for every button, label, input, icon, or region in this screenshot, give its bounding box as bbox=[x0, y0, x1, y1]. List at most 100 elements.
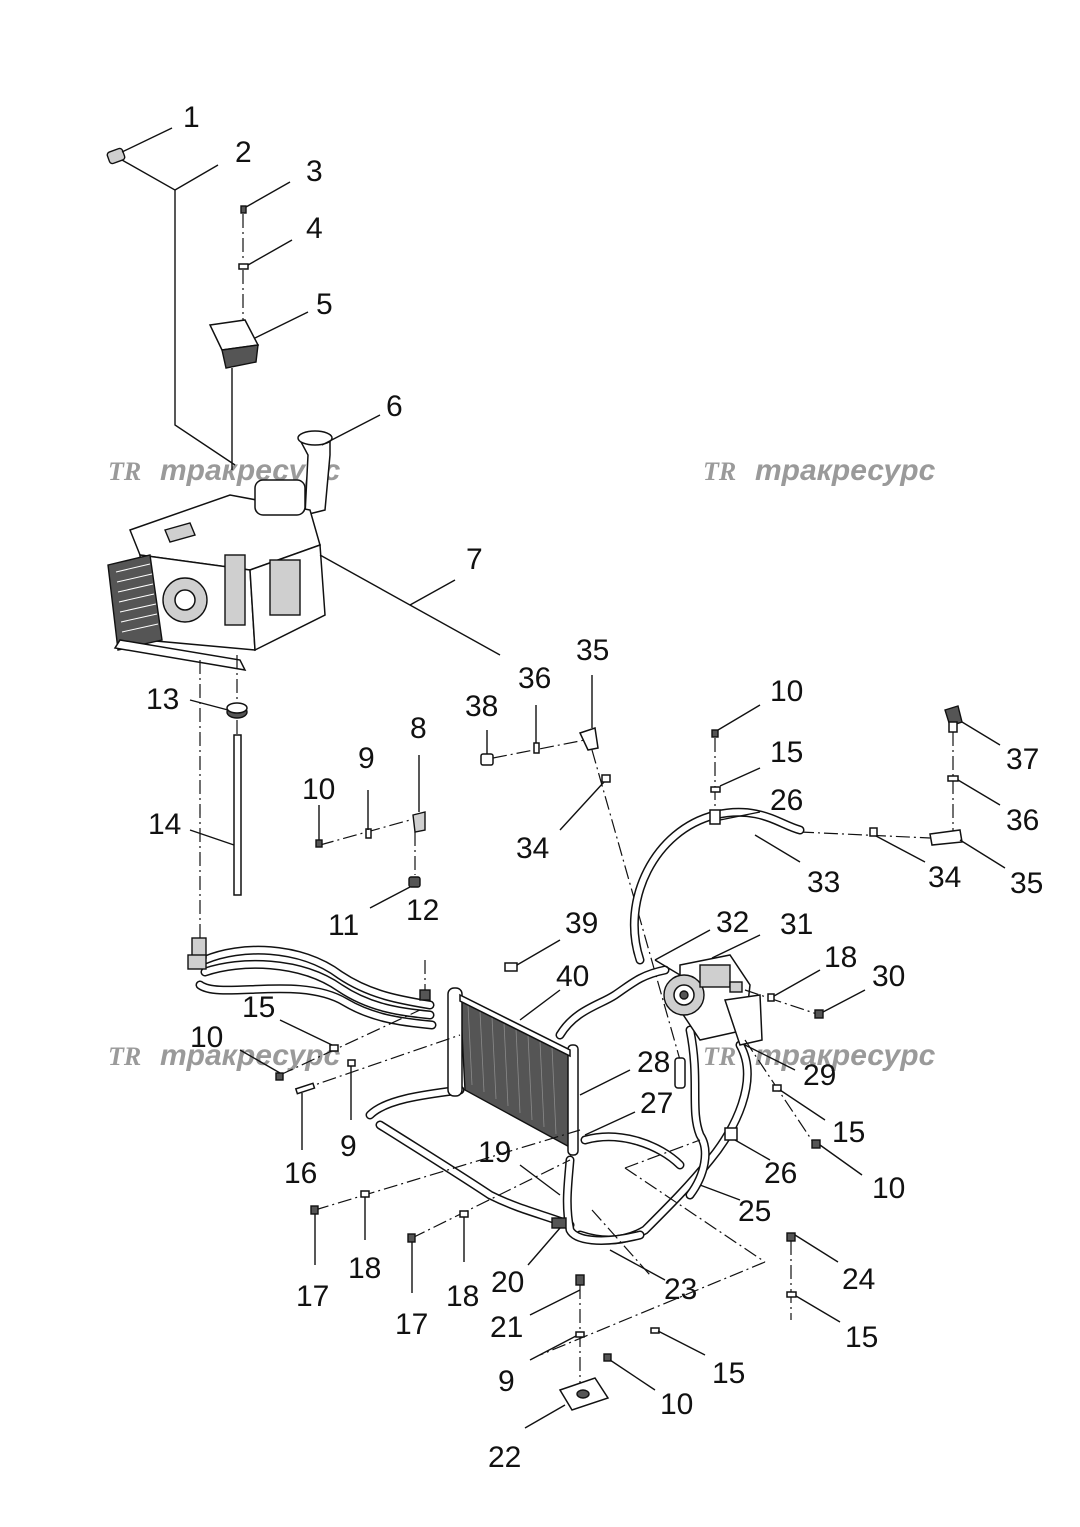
callout-37: 37 bbox=[1006, 743, 1039, 776]
leader-34 bbox=[559, 781, 605, 831]
part-31-compressor bbox=[663, 954, 763, 1046]
callout-18a: 18 bbox=[348, 1252, 381, 1285]
part-5-switch-box bbox=[208, 319, 260, 470]
part-17-bolt-a bbox=[310, 1205, 319, 1215]
part-15-washer-right bbox=[772, 1084, 782, 1092]
part-15-washer-low bbox=[650, 1327, 660, 1334]
leader-13 bbox=[189, 699, 229, 711]
callout-3: 3 bbox=[306, 155, 323, 188]
part-6-air-duct bbox=[297, 430, 333, 516]
axis-8-9-10 bbox=[319, 819, 411, 846]
callout-labels: 1 2 3 4 5 6 7 36 35 38 8 9 10 13 14 11 1… bbox=[146, 101, 1043, 1474]
part-36-washer-right bbox=[947, 775, 959, 782]
leader-27 bbox=[584, 1111, 636, 1136]
callout-21: 21 bbox=[490, 1311, 523, 1344]
leader-25 bbox=[699, 1184, 741, 1201]
callout-35-right: 35 bbox=[1010, 867, 1043, 900]
callout-26: 26 bbox=[764, 1157, 797, 1190]
part-12-clip bbox=[419, 989, 431, 1001]
part-28-pipe bbox=[674, 1057, 686, 1089]
part-18-washer-b bbox=[459, 1210, 469, 1218]
callout-23: 23 bbox=[664, 1273, 697, 1306]
leader-32-a bbox=[654, 959, 681, 976]
leader-22 bbox=[524, 1404, 566, 1429]
part-10-nut-low bbox=[603, 1353, 612, 1362]
axis-17a bbox=[314, 1129, 581, 1211]
leader-18 bbox=[773, 969, 821, 997]
leader-29 bbox=[744, 1044, 796, 1071]
callout-25: 25 bbox=[738, 1195, 771, 1228]
leader-36-right bbox=[957, 779, 1001, 806]
leader-30 bbox=[822, 989, 866, 1013]
callout-22: 22 bbox=[488, 1441, 521, 1474]
callout-6: 6 bbox=[386, 390, 403, 423]
part-9-washer bbox=[365, 828, 372, 839]
leader-40 bbox=[519, 989, 561, 1021]
callout-35: 35 bbox=[576, 634, 609, 667]
part-40-condenser bbox=[447, 987, 579, 1156]
axis-29-15-10 bbox=[744, 1039, 816, 1146]
part-9-washer-left bbox=[347, 1059, 356, 1067]
callout-29: 29 bbox=[803, 1059, 836, 1092]
axis-25b bbox=[624, 1167, 766, 1263]
part-37-valve bbox=[944, 705, 963, 733]
axis-16 bbox=[299, 1034, 461, 1091]
part-30-bolt bbox=[814, 1009, 824, 1019]
callout-5: 5 bbox=[316, 288, 333, 321]
part-39-fitting bbox=[504, 962, 518, 972]
callout-39: 39 bbox=[565, 907, 598, 940]
callout-9-bottom: 9 bbox=[498, 1365, 515, 1398]
leader-10-left bbox=[239, 1049, 281, 1074]
leader-11 bbox=[369, 886, 411, 909]
leader-2 bbox=[174, 164, 219, 191]
callout-18b: 18 bbox=[446, 1280, 479, 1313]
leader-31 bbox=[711, 934, 761, 959]
axis-left-10-15 bbox=[279, 1009, 421, 1076]
callout-2: 2 bbox=[235, 136, 252, 169]
part-18-washer bbox=[767, 993, 775, 1002]
part-10-nut-right bbox=[811, 1139, 821, 1149]
callout-15-right: 15 bbox=[832, 1116, 865, 1149]
part-24-bolt bbox=[786, 1232, 796, 1242]
callout-32: 32 bbox=[716, 906, 749, 939]
leader-15-top bbox=[719, 767, 761, 787]
callout-9: 9 bbox=[358, 742, 375, 775]
leader-33 bbox=[754, 834, 801, 863]
leader-39 bbox=[516, 939, 561, 966]
part-35-fitting bbox=[578, 727, 599, 751]
leader-24 bbox=[794, 1234, 839, 1263]
callout-16: 16 bbox=[284, 1157, 317, 1190]
callout-4: 4 bbox=[306, 212, 323, 245]
part-34-oring-right bbox=[869, 827, 878, 837]
callout-9-left: 9 bbox=[340, 1130, 357, 1163]
callout-27: 27 bbox=[640, 1087, 673, 1120]
part-35-fitting-right bbox=[929, 829, 963, 846]
leader-15-low bbox=[657, 1330, 706, 1356]
part-38-bolt bbox=[480, 753, 494, 766]
leader-19 bbox=[519, 1164, 561, 1196]
axis-25a bbox=[624, 1139, 701, 1169]
leader-1 bbox=[121, 127, 173, 153]
part-9-washer-bottom bbox=[575, 1331, 585, 1338]
callout-15-lowright: 15 bbox=[845, 1321, 878, 1354]
axis-15-10-low bbox=[539, 1261, 766, 1356]
watermark-text: тракресурс bbox=[755, 1039, 936, 1072]
part-1-plug bbox=[106, 147, 126, 165]
leader-3 bbox=[245, 181, 291, 208]
leader-37 bbox=[961, 721, 1001, 746]
watermark-logo: TR bbox=[108, 457, 141, 486]
callout-10-right: 10 bbox=[872, 1172, 905, 1205]
callout-15-top: 15 bbox=[770, 736, 803, 769]
leader-10-right bbox=[819, 1144, 863, 1176]
hose-26-33-upper bbox=[629, 807, 805, 965]
watermark-logo: TR bbox=[703, 457, 736, 486]
part-3-screw bbox=[240, 205, 247, 214]
leader-6 bbox=[321, 414, 381, 446]
leader-35-right bbox=[959, 839, 1006, 869]
leader-20 bbox=[527, 1227, 561, 1266]
leader-7 bbox=[409, 579, 456, 606]
part-22-bracket-plate bbox=[558, 1377, 610, 1411]
leader-23 bbox=[609, 1249, 666, 1281]
leader-14 bbox=[189, 829, 235, 846]
